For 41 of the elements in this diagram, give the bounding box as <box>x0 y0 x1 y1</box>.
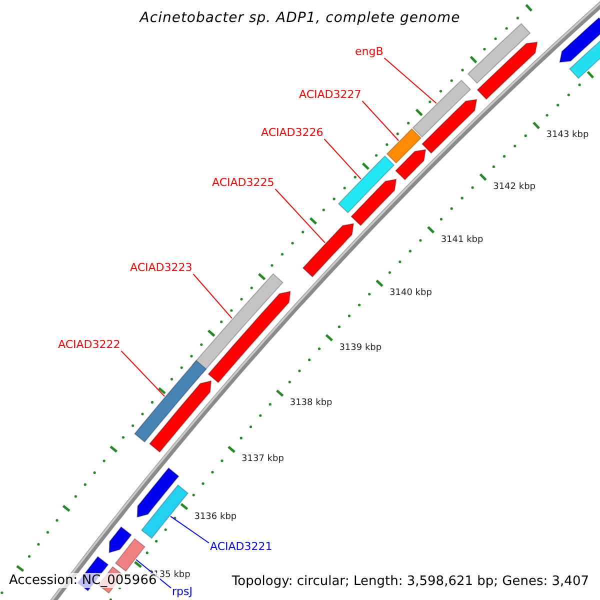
gene-label: ACIAD3226 <box>261 127 324 138</box>
leader-line <box>384 58 437 104</box>
gene-label: ACIAD3225 <box>212 177 274 188</box>
gene-feature <box>350 178 397 226</box>
gene-feature <box>108 526 132 554</box>
gene-bar <box>114 538 146 572</box>
gene-feature <box>476 42 538 100</box>
gene-feature <box>421 98 478 154</box>
gene-bar <box>338 155 395 214</box>
gene-feature <box>394 149 426 181</box>
scale-label: 3138 kbp <box>290 399 332 408</box>
scale-label: 3143 kbp <box>546 131 589 140</box>
gene-label: rpsJ <box>172 586 192 597</box>
gene-bar <box>386 128 422 164</box>
scale-label: 3140 kbp <box>390 289 432 298</box>
gene-feature <box>302 222 354 278</box>
gene-feature <box>559 17 600 63</box>
scale-label: 3139 kbp <box>339 344 382 353</box>
scale-label: 3141 kbp <box>440 236 484 245</box>
gene-feature <box>136 467 180 518</box>
scale-label: 3142 kbp <box>493 183 536 192</box>
scale-label: 3136 kbp <box>194 512 237 522</box>
gene-label: ACIAD3227 <box>299 89 362 100</box>
leader-line <box>170 516 210 544</box>
gene-bar <box>134 360 207 443</box>
diagram-title: Acinetobacter sp. ADP1, complete genome <box>138 11 462 25</box>
leader-line <box>192 274 232 319</box>
gene-bar <box>568 39 600 80</box>
gene-label: ACIAD3221 <box>210 541 272 552</box>
leader-line <box>274 188 326 244</box>
scale-label: 3137 kbp <box>242 455 284 464</box>
gene-feature <box>148 380 212 453</box>
gene-label: engB <box>355 46 384 57</box>
gene-bar <box>140 484 189 539</box>
gene-bar <box>467 22 531 84</box>
gene-label: ACIAD3223 <box>130 262 192 273</box>
gene-label: ACIAD3222 <box>58 339 120 350</box>
leader-line <box>120 350 165 397</box>
gene-feature <box>208 290 291 384</box>
gene-bar <box>412 80 472 138</box>
leader-line <box>324 138 362 180</box>
